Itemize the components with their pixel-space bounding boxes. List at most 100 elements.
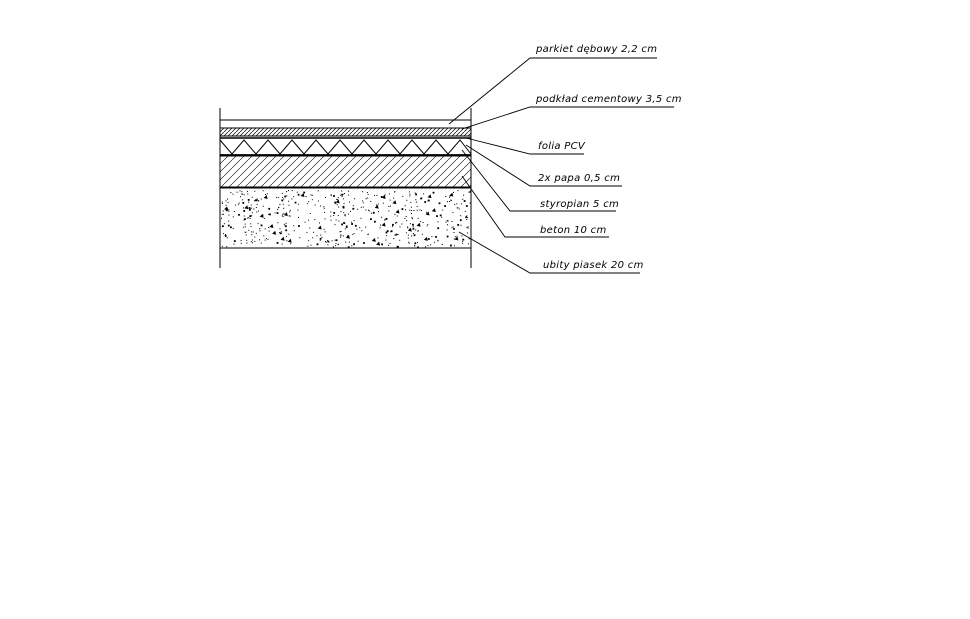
sand-grain — [240, 242, 242, 244]
sand-grain — [420, 221, 422, 223]
sand-grain — [334, 239, 336, 241]
sand-grain — [276, 242, 279, 244]
sand-grain — [265, 194, 266, 195]
sand-grain — [409, 223, 411, 225]
sand-grain — [244, 231, 246, 233]
sand-grain — [409, 193, 411, 195]
sand-grain — [395, 221, 397, 223]
sand-grain — [411, 210, 413, 211]
sand-grain — [256, 211, 258, 213]
sand-stone — [345, 234, 350, 239]
sand-stone — [280, 236, 285, 241]
sand-grain — [415, 229, 417, 231]
sand-stone — [376, 241, 381, 246]
sand-grain — [327, 244, 329, 246]
sand-stone — [381, 222, 386, 227]
sand-grain — [333, 215, 335, 216]
sand-grain — [228, 209, 230, 211]
sand-grain — [412, 227, 415, 230]
sand-grain — [445, 221, 447, 223]
sand-stone — [244, 205, 249, 210]
sand-grain — [390, 230, 393, 233]
sand-grain — [238, 202, 240, 204]
sand-grain — [251, 231, 253, 233]
sand-grain — [227, 202, 229, 204]
sand-stone — [300, 193, 305, 197]
sand-grain — [233, 243, 235, 245]
sand-grain — [388, 206, 390, 207]
sand-grain — [416, 209, 418, 211]
sand-grain — [437, 221, 439, 223]
sand-grain — [395, 233, 398, 236]
sand-grain — [376, 204, 377, 206]
sand-grain — [263, 235, 265, 237]
sand-grain — [250, 223, 252, 225]
sand-grain — [402, 195, 404, 197]
leader-beton — [461, 175, 609, 238]
sand-grain — [404, 205, 406, 207]
sand-grain — [407, 226, 409, 228]
sand-grain — [382, 202, 384, 204]
sand-grain — [414, 192, 416, 194]
sand-grain — [392, 225, 393, 227]
sand-grain — [243, 194, 245, 196]
sand-grain — [279, 232, 280, 234]
sand-grain — [363, 242, 365, 244]
sand-grain — [267, 238, 269, 240]
sand-grain — [253, 200, 255, 202]
label-pvc: folia PCV — [538, 141, 586, 152]
sand-grain — [467, 226, 469, 228]
sand-grain — [357, 240, 359, 242]
sand-grain — [405, 232, 407, 234]
sand-grain — [456, 203, 458, 205]
sand-grain — [327, 240, 330, 243]
sand-grain — [446, 229, 448, 231]
sand-grain — [381, 216, 383, 218]
sand-grain — [456, 235, 458, 237]
sand-grain — [444, 205, 446, 207]
sand-grain — [387, 230, 389, 232]
sand-grain — [457, 190, 459, 192]
sand-grain — [468, 243, 469, 245]
sand-grain — [281, 199, 284, 202]
sand-grain — [465, 216, 468, 219]
sand-stone — [269, 224, 274, 228]
sand-grain — [396, 221, 398, 223]
leader-sand — [458, 231, 640, 274]
sand-grain — [241, 191, 243, 193]
sand-grain — [351, 221, 353, 223]
sand-grain — [259, 239, 261, 241]
sand-grain — [417, 230, 419, 232]
sand-grain — [379, 227, 381, 229]
sand-grain — [330, 211, 332, 213]
sand-grain — [452, 226, 454, 228]
sand-grain — [288, 200, 290, 202]
sand-grain — [251, 234, 253, 236]
sand-grain — [385, 231, 388, 234]
sand-grain — [297, 209, 299, 211]
sand-grain — [262, 205, 264, 207]
sand-grain — [459, 219, 462, 222]
sand-grain — [458, 208, 460, 210]
sand-grain — [345, 241, 347, 243]
sand-grain — [238, 213, 240, 216]
sand-grain — [399, 239, 401, 241]
sand-grain — [441, 216, 443, 218]
sand-grain — [386, 235, 388, 237]
sand-grain — [254, 190, 256, 192]
sand-grain — [303, 191, 306, 194]
sand-grain — [223, 223, 225, 225]
sand-grain — [259, 230, 261, 232]
sand-stone — [335, 199, 340, 204]
sand-grain — [343, 222, 345, 224]
sand-grain — [428, 200, 430, 202]
sand-grain — [279, 204, 281, 205]
sand-grain — [289, 211, 291, 213]
sand-grain — [241, 193, 243, 195]
sand-grain — [279, 232, 282, 235]
sand-grain — [450, 200, 452, 201]
sand-grain — [221, 245, 223, 247]
sand-grain — [320, 205, 322, 207]
sand-grain — [366, 197, 368, 199]
